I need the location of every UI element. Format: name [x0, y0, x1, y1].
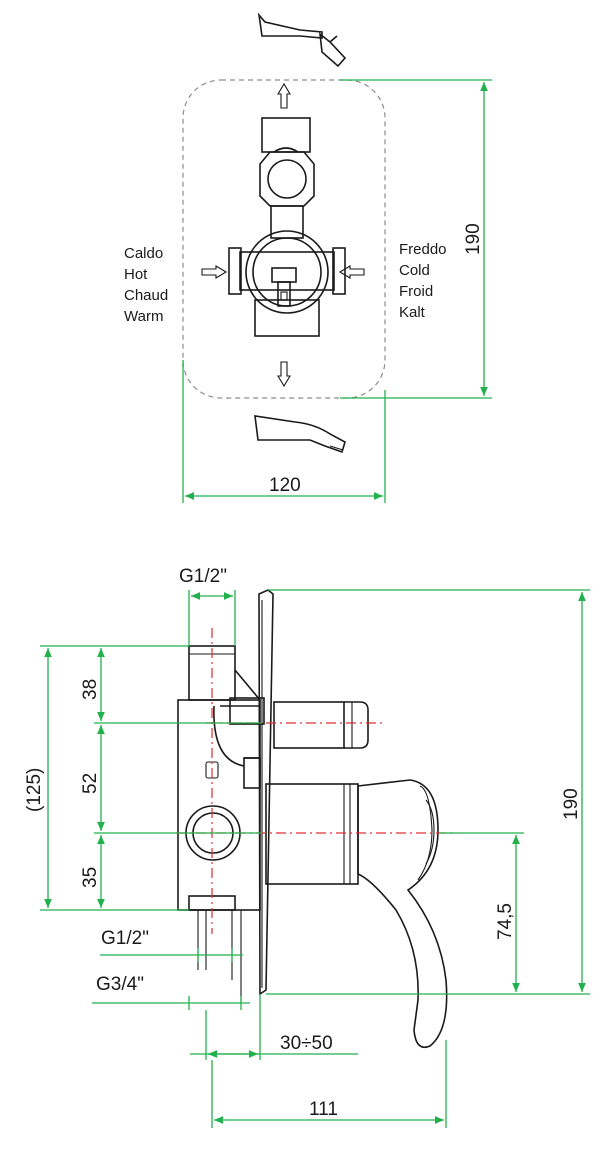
hot-label-fr: Chaud: [124, 287, 168, 304]
total-depth-dimension: 111: [211, 1040, 447, 1128]
wall-depth-range-value: 30÷50: [280, 1033, 333, 1054]
segment-middle-value: 52: [80, 773, 101, 794]
lever-axis-height-dimension: 74,5: [440, 832, 524, 992]
hot-label-de: Warm: [124, 308, 163, 325]
plate-height-dimension: 190: [266, 589, 590, 995]
plate-height-value: 190: [561, 788, 582, 820]
front-height-value: 190: [463, 223, 484, 255]
segment-dimensions: 38 52 35: [40, 645, 262, 911]
hot-inlet-arrow-icon: [201, 265, 228, 279]
cold-inlet-arrow-icon: [338, 265, 365, 279]
cold-side-labels: Freddo Cold Froid Kalt: [399, 241, 447, 321]
lever-handle-side: [265, 779, 448, 1049]
hot-label-it: Caldo: [124, 245, 163, 262]
top-inlet-thread-dimension: G1/2": [179, 566, 236, 646]
up-arrow-icon: [277, 82, 291, 109]
down-arrow-icon: [277, 361, 291, 388]
segment-top-value: 38: [80, 679, 101, 700]
front-width-dimension: 120: [182, 360, 386, 503]
cover-plate: [258, 589, 274, 996]
bath-spout-icon: [254, 415, 346, 454]
segment-bottom-value: 35: [80, 867, 101, 888]
cold-label-en: Cold: [399, 262, 430, 279]
wall-depth-range-dimension: 30÷50: [190, 994, 358, 1060]
top-inlet-thread-value: G1/2": [179, 566, 227, 587]
cold-label-de: Kalt: [399, 304, 426, 321]
total-depth-value: 111: [309, 1099, 338, 1120]
cover-plate-outline: [182, 79, 386, 399]
cold-label-it: Freddo: [399, 241, 447, 258]
valve-body-side: [177, 645, 261, 1003]
diverter-knob-side: [229, 697, 369, 749]
bottom-thread-three-quarter-value: G3/4": [96, 974, 144, 995]
lever-axis-height-value: 74,5: [495, 903, 516, 940]
hot-label-en: Hot: [124, 266, 148, 283]
diverter-valve-body: [228, 117, 346, 337]
front-view: Caldo Hot Chaud Warm Freddo Cold Froid K…: [124, 12, 492, 503]
bottom-thread-three-quarter-dimension: G3/4": [92, 974, 250, 1010]
hot-side-labels: Caldo Hot Chaud Warm: [124, 245, 168, 325]
bottom-thread-half-dimension: G1/2": [100, 928, 243, 962]
front-height-dimension: 190: [340, 79, 492, 399]
total-height-bracket-value: (125): [24, 768, 45, 812]
total-height-bracket-dimension: (125): [24, 648, 52, 908]
cold-label-fr: Froid: [399, 283, 433, 300]
front-width-value: 120: [269, 475, 301, 496]
shower-head-icon: [257, 12, 347, 68]
bottom-thread-half-value: G1/2": [101, 928, 149, 949]
side-view: G1/2" 190 74,5 38 52 35: [24, 566, 590, 1128]
